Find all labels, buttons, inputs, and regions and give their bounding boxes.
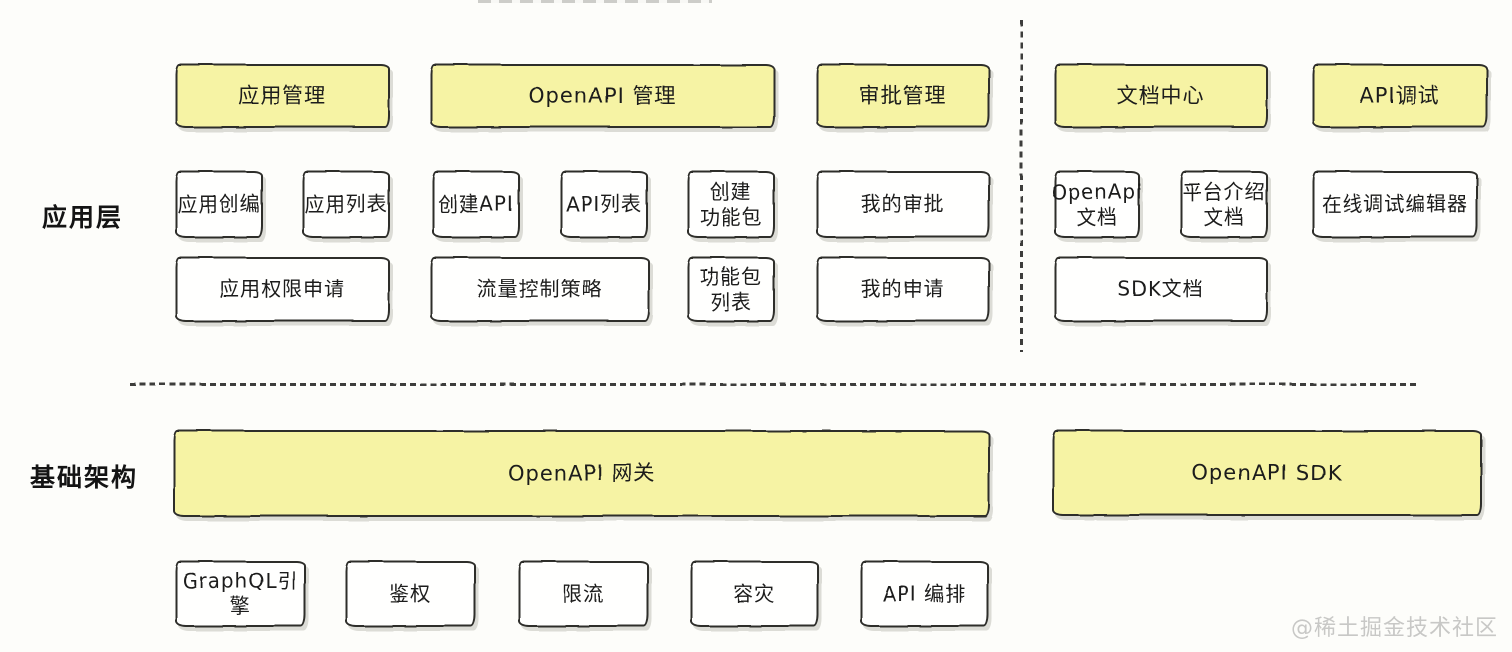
app-create-label: 应用创编 <box>177 192 261 216</box>
feature-pack-list: 功能包 列表 <box>687 257 775 322</box>
openapi-management-header: OpenAPI 管理 <box>430 64 775 128</box>
layer-label-application: 应用层 <box>42 203 124 232</box>
openapi-management-header-label: OpenAPI 管理 <box>528 83 677 108</box>
openapi-gateway: OpenAPI 网关 <box>173 430 990 517</box>
api-orchestration-label: API 编排 <box>882 581 967 606</box>
graphql-engine-label: GraphQL引擎 <box>182 569 299 618</box>
sdk-doc: SDK文档 <box>1054 257 1268 322</box>
approval-management-header: 审批管理 <box>816 64 990 128</box>
traffic-control-policy-label: 流量控制策略 <box>477 277 603 301</box>
watermark: @稀土掘金技术社区 <box>1290 616 1498 641</box>
my-approvals-label: 我的审批 <box>861 192 945 216</box>
openapi-doc-label: OpenApi 文档 <box>1050 179 1144 229</box>
app-permission-request: 应用权限申请 <box>175 257 390 322</box>
create-api: 创建API <box>432 171 520 238</box>
online-debug-editor: 在线调试编辑器 <box>1312 171 1478 238</box>
sdk-doc-label: SDK文档 <box>1117 277 1205 301</box>
app-list-label: 应用列表 <box>304 192 388 216</box>
graphql-engine: GraphQL引擎 <box>175 561 306 627</box>
doc-center-header-label: 文档中心 <box>1117 83 1205 108</box>
my-requests: 我的申请 <box>816 257 990 322</box>
api-debug-header: API调试 <box>1312 64 1488 128</box>
my-approvals: 我的审批 <box>816 171 990 238</box>
traffic-control-policy: 流量控制策略 <box>430 257 650 322</box>
api-list-label: API列表 <box>565 192 643 216</box>
rate-limit: 限流 <box>518 561 649 627</box>
disaster-recovery: 容灾 <box>690 561 819 627</box>
cropped-title-artifact <box>478 0 712 3</box>
app-create: 应用创编 <box>175 171 263 238</box>
openapi-gateway-label: OpenAPI 网关 <box>507 461 656 486</box>
openapi-sdk: OpenAPI SDK <box>1052 430 1482 516</box>
app-list: 应用列表 <box>302 171 390 238</box>
platform-intro-doc-label: 平台介绍 文档 <box>1182 179 1266 229</box>
openapi-sdk-label: OpenAPI SDK <box>1191 460 1343 485</box>
approval-management-header-label: 审批管理 <box>859 83 947 108</box>
vertical-dashed-divider <box>1020 20 1023 352</box>
api-orchestration: API 编排 <box>860 561 989 627</box>
doc-center-header: 文档中心 <box>1054 64 1268 128</box>
create-feature-pack-label: 创建 功能包 <box>699 179 763 229</box>
disaster-recovery-label: 容灾 <box>733 581 776 606</box>
layer-label-infrastructure: 基础架构 <box>30 463 139 492</box>
auth: 鉴权 <box>345 561 476 627</box>
openapi-doc: OpenApi 文档 <box>1050 171 1144 238</box>
app-permission-request-label: 应用权限申请 <box>219 277 346 301</box>
horizontal-dashed-divider <box>130 383 1418 386</box>
create-feature-pack: 创建 功能包 <box>687 171 775 238</box>
api-list: API列表 <box>560 171 648 238</box>
app-management-header: 应用管理 <box>175 64 390 128</box>
feature-pack-list-label: 功能包 列表 <box>699 264 763 314</box>
my-requests-label: 我的申请 <box>861 277 945 301</box>
rate-limit-label: 限流 <box>562 581 605 606</box>
platform-intro-doc: 平台介绍 文档 <box>1180 171 1268 238</box>
api-debug-header-label: API调试 <box>1359 83 1441 108</box>
app-management-header-label: 应用管理 <box>238 83 327 108</box>
auth-label: 鉴权 <box>389 581 432 606</box>
online-debug-editor-label: 在线调试编辑器 <box>1321 192 1469 216</box>
create-api-label: 创建API <box>437 192 515 216</box>
